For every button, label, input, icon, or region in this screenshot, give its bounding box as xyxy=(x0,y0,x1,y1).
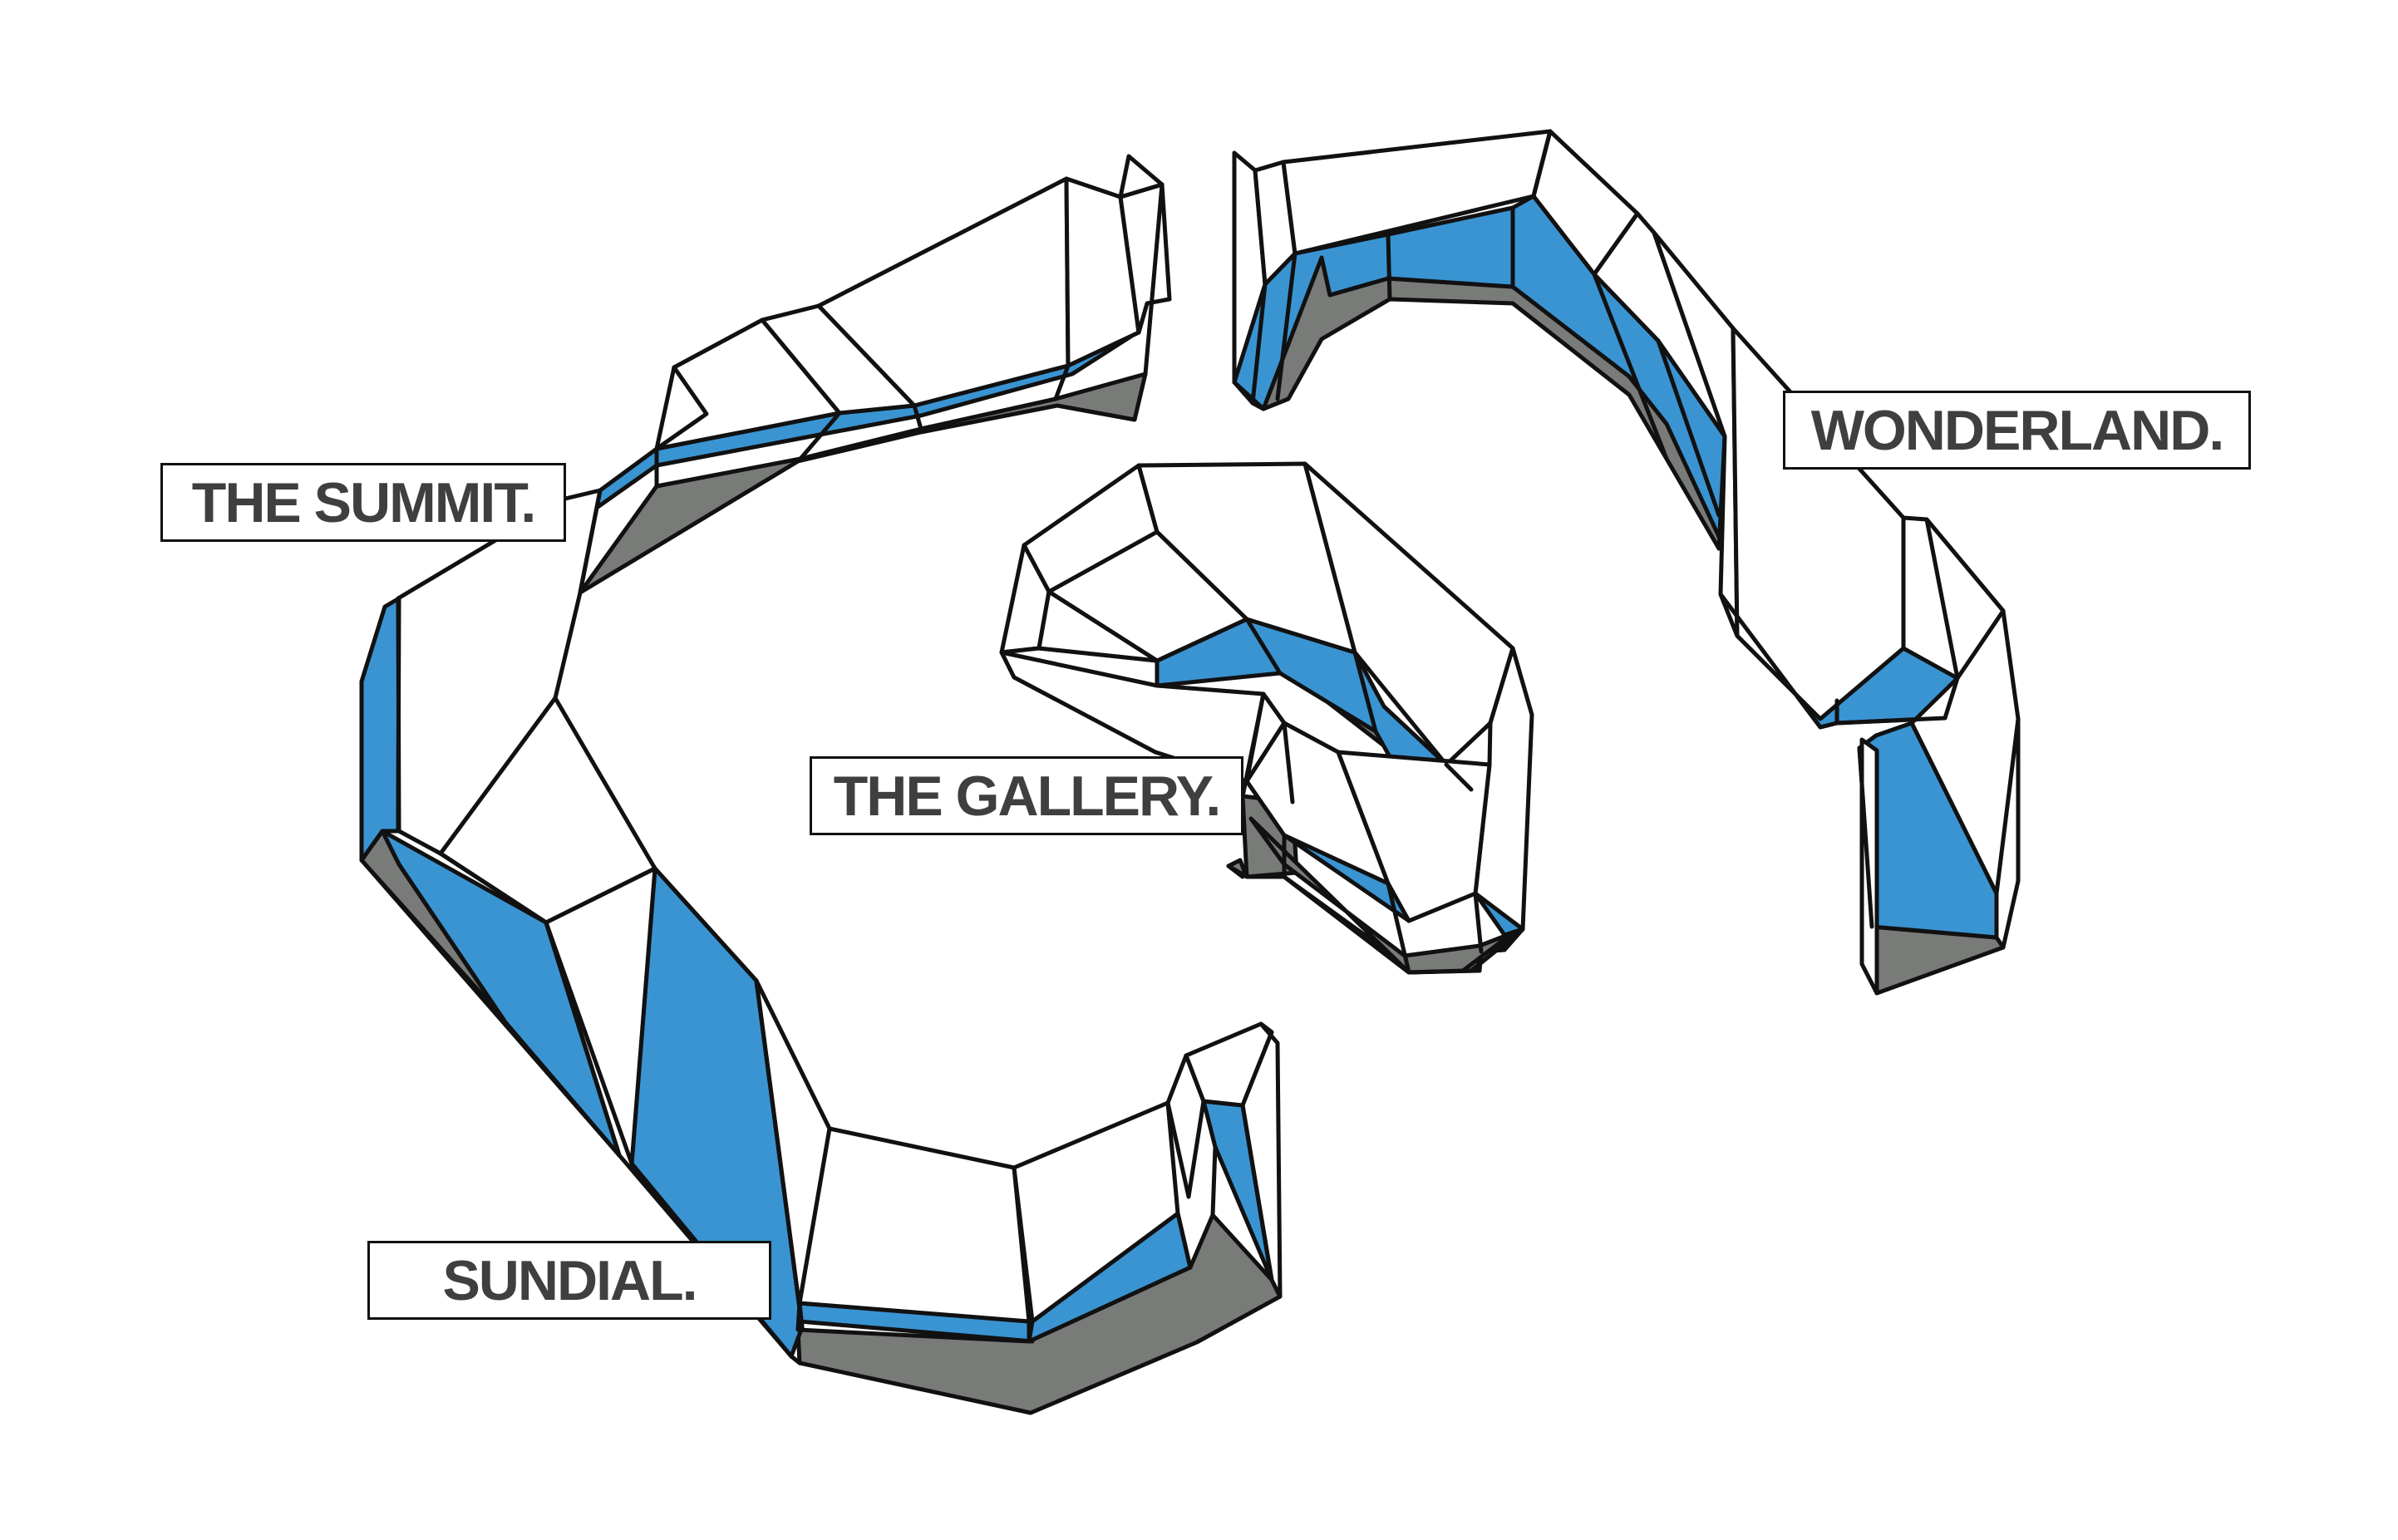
wonderland-wall xyxy=(1232,129,2021,996)
zone-label-summit-text: THE SUMMIT. xyxy=(191,470,536,534)
gallery-wall xyxy=(999,461,1534,975)
zone-label-sundial-text: SUNDIAL. xyxy=(442,1248,697,1312)
summit-sundial-wall xyxy=(359,154,1283,1415)
zone-label-gallery-text: THE GALLERY. xyxy=(833,764,1222,828)
zone-label-wonderland: WONDERLAND. xyxy=(1783,391,2251,470)
zone-label-wonderland-text: WONDERLAND. xyxy=(1810,398,2225,462)
zone-label-summit: THE SUMMIT. xyxy=(160,463,566,542)
zone-label-sundial: SUNDIAL. xyxy=(367,1241,771,1320)
zone-label-gallery: THE GALLERY. xyxy=(810,756,1243,835)
